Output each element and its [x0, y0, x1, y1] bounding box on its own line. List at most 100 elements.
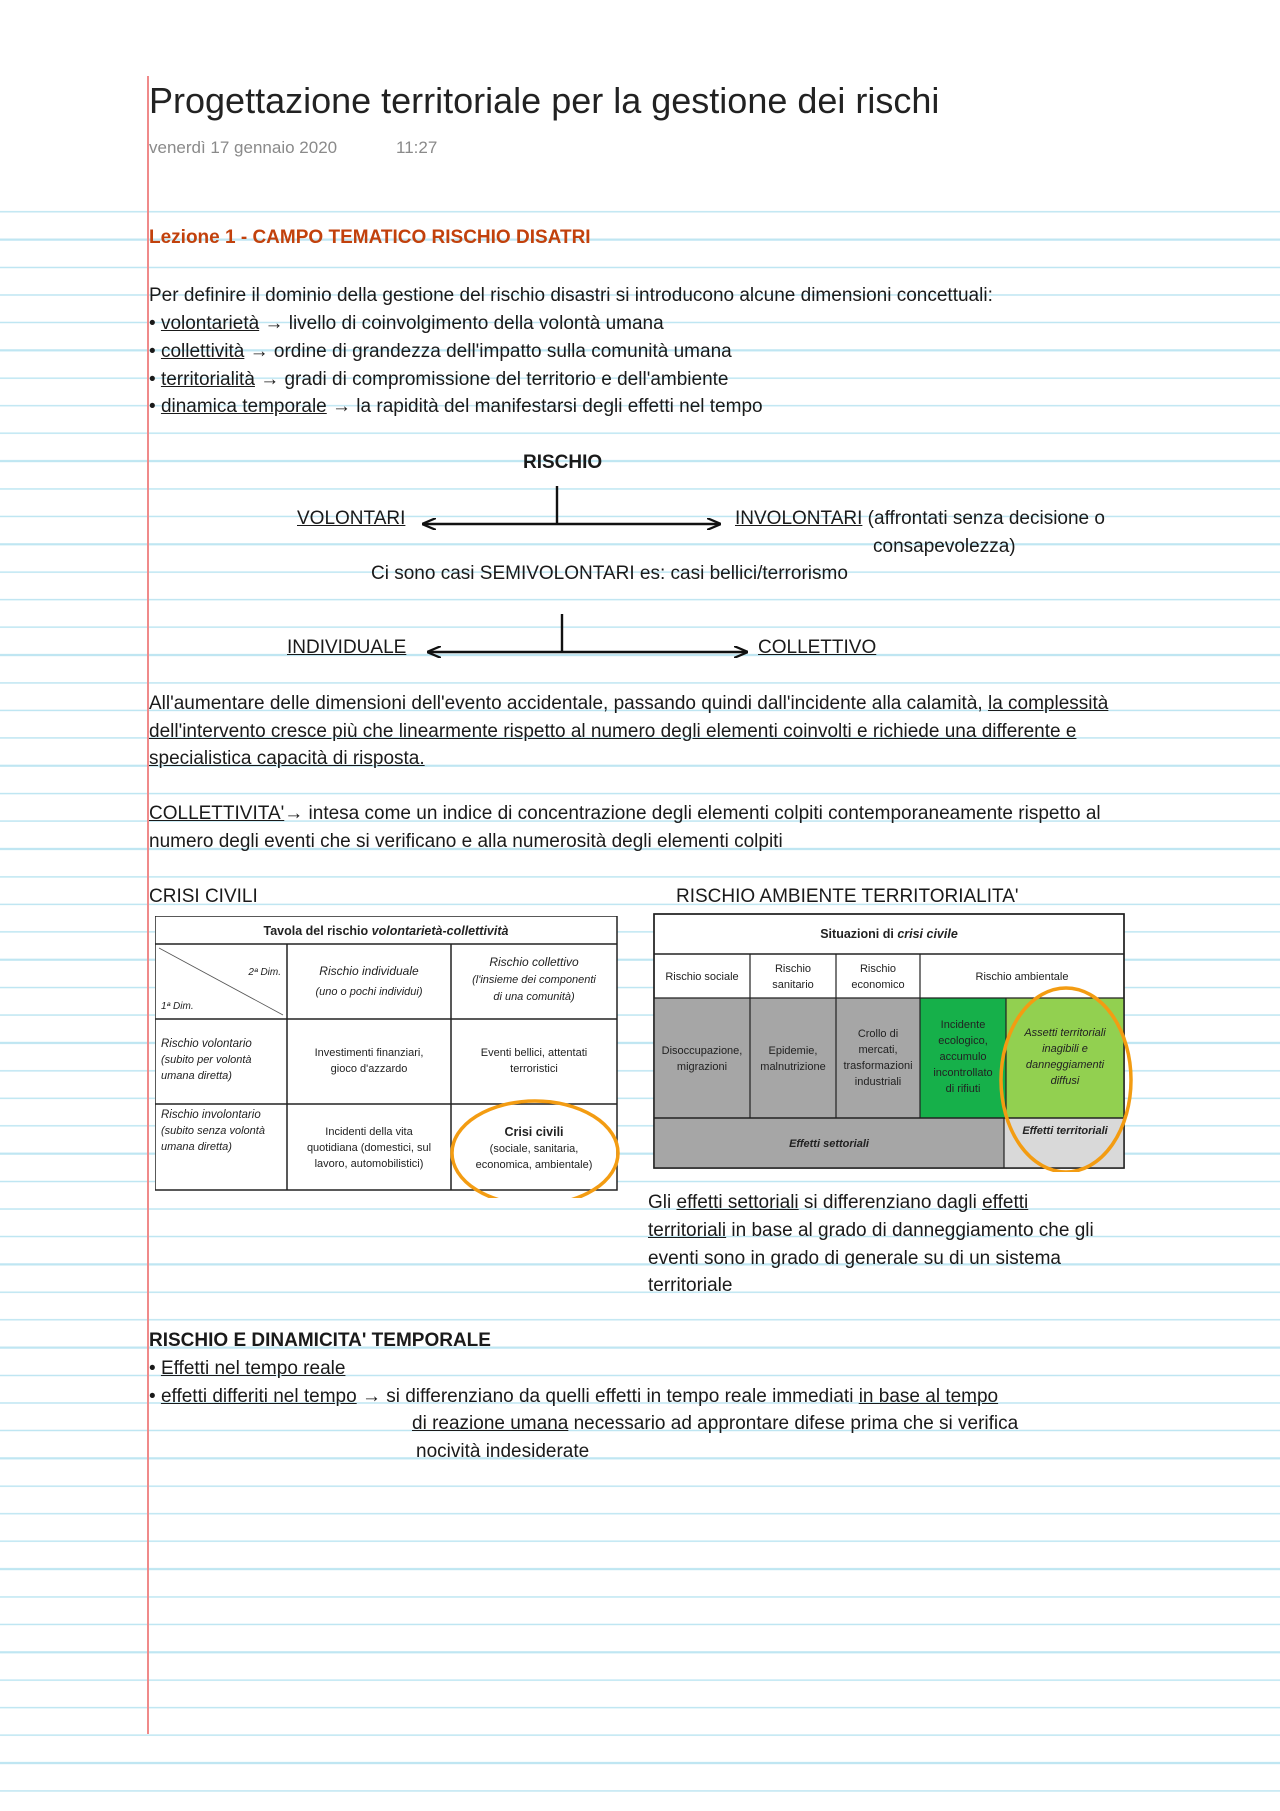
row-header-sub: umana diretta) — [161, 1141, 232, 1153]
col-header: economico — [851, 979, 904, 991]
bullet-term: collettività — [160, 341, 245, 362]
col-header: Rischio individuale — [319, 964, 419, 978]
dinamica-title: RISCHIO E DINAMICITA' TEMPORALE — [149, 1330, 491, 1351]
involontari-note: (affrontati senza decisione o — [867, 508, 1105, 529]
table-cell: Investimenti finanziari, — [315, 1047, 424, 1059]
table-cell: ecologico, — [938, 1035, 988, 1047]
table-cell: Eventi bellici, attentati — [481, 1047, 587, 1059]
volontari-label: VOLONTARI — [297, 508, 406, 529]
row-header: Rischio involontario — [161, 1109, 261, 1121]
row-header: Rischio volontario — [161, 1038, 252, 1050]
page-date: venerdì 17 gennaio 2020 — [149, 138, 338, 157]
table-cell: danneggiamenti — [1026, 1059, 1105, 1071]
corner-2: 2ª Dim. — [247, 967, 281, 978]
rischio-label: RISCHIO — [523, 452, 603, 473]
rischio-ambiente-label: RISCHIO AMBIENTE TERRITORIALITA' — [676, 886, 1019, 907]
table-cell: lavoro, automobilistici) — [315, 1158, 424, 1170]
col-header: Rischio sociale — [665, 971, 738, 983]
collettivita-line-2: numero degli eventi che si verificano e … — [149, 831, 783, 852]
collettivita-desc: → intesa come un indice di concentrazion… — [284, 803, 1101, 824]
settoriali-cells — [654, 998, 922, 1118]
col-header: Rischio — [775, 963, 811, 975]
table-cell: economica, ambientale) — [476, 1159, 593, 1171]
complexity-line-1: All'aumentare delle dimensioni dell'even… — [149, 690, 1108, 718]
caption-line-1: Gli effetti settoriali si differenziano … — [648, 1192, 1029, 1213]
highlight-ring — [450, 1099, 620, 1198]
involontari-note-cont: consapevolezza) — [873, 536, 1016, 557]
table-cell: inagibili e — [1042, 1043, 1088, 1055]
dinamica-bullet: Effetti nel tempo reale — [160, 1358, 346, 1379]
row-header-sub: umana diretta) — [161, 1070, 232, 1082]
tavola-title: Tavola del rischio volontarietà-colletti… — [264, 924, 509, 938]
col-header: Rischio — [860, 963, 896, 975]
assetti-cell — [1006, 998, 1124, 1118]
col-header: Rischio collettivo — [489, 955, 579, 969]
bullet-desc: → gradi di compromissione del territorio… — [254, 369, 729, 390]
table-cell: malnutrizione — [760, 1061, 825, 1073]
complexity-text: All'aumentare delle dimensioni dell'even… — [149, 693, 988, 714]
list-item: • effetti differiti nel tempo → si diffe… — [149, 1386, 999, 1407]
col-header: Rischio ambientale — [976, 971, 1069, 983]
collettivita-line-1: COLLETTIVITA'→ intesa come un indice di … — [149, 800, 1101, 828]
table-cell: di rifiuti — [946, 1083, 981, 1095]
row-header-sub: (subito per volontà — [161, 1054, 252, 1066]
highlight-ring — [999, 986, 1133, 1172]
dinamica-underlined: di reazione umana — [412, 1413, 569, 1434]
complexity-underlined: la complessità — [987, 693, 1109, 714]
bullet-term: territorialità — [160, 369, 255, 390]
semivolontari-note: Ci sono casi SEMIVOLONTARI es: casi bell… — [371, 563, 848, 584]
table-cell: incontrollato — [933, 1067, 992, 1079]
col-header-sub: di una comunità) — [493, 991, 575, 1003]
complexity-line-3: specialistica capacità di risposta. — [149, 748, 425, 769]
table-cell: terroristici — [510, 1063, 558, 1075]
table-cell: (sociale, sanitaria, — [490, 1143, 579, 1155]
effetti-territoriali-label: Effetti territoriali — [1022, 1125, 1108, 1137]
table-cell: Assetti territoriali — [1023, 1027, 1106, 1039]
table-cell: Disoccupazione, — [662, 1045, 743, 1057]
list-item: • collettività → ordine di grandezza del… — [149, 341, 732, 362]
list-item: • Effetti nel tempo reale — [149, 1358, 346, 1379]
list-item: • territorialità → gradi di compromissio… — [149, 369, 729, 390]
caption-line-3: eventi sono in grado di generale su di u… — [648, 1248, 1061, 1269]
bullet-desc: → la rapidità del manifestarsi degli eff… — [326, 396, 763, 417]
table-cell: migrazioni — [677, 1061, 727, 1073]
margin-line — [147, 76, 149, 1734]
involontari-term: INVOLONTARI — [735, 508, 863, 529]
row-header-sub: (subito senza volontà — [161, 1125, 265, 1137]
effetti-settoriali-label: Effetti settoriali — [789, 1138, 870, 1150]
bullet-term: dinamica temporale — [160, 396, 327, 417]
bullet-desc: → ordine di grandezza dell'impatto sulla… — [244, 341, 732, 362]
table-cell: Incidenti della vita — [325, 1126, 413, 1138]
lesson-intro: Per definire il dominio della gestione d… — [149, 285, 993, 306]
table-cell: accumulo — [939, 1051, 986, 1063]
table-cell: trasformazioni — [843, 1060, 912, 1072]
collettivita-term: COLLETTIVITA' — [149, 803, 285, 824]
lesson-title: Lezione 1 - CAMPO TEMATICO RISCHIO DISAT… — [149, 227, 591, 248]
rischio-axis-diagram — [0, 486, 1280, 700]
page-time: 11:27 — [396, 138, 438, 157]
dinamica-underlined: in base al tempo — [858, 1386, 999, 1407]
page-title: Progettazione territoriale per la gestio… — [149, 80, 940, 121]
crisi-civile-table: Situazioni di crisi civile Rischio socia… — [653, 913, 1133, 1172]
table-cell: quotidiana (domestici, sul — [307, 1142, 431, 1154]
individuale-label: INDIVIDUALE — [287, 637, 407, 658]
table-cell: Crollo di — [858, 1028, 898, 1040]
caption-line-4: territoriale — [648, 1275, 733, 1296]
col-header-sub: (l'insieme dei componenti — [472, 974, 596, 986]
crisi-civili-cell: Crisi civili — [504, 1125, 563, 1139]
caption-term: effetti — [982, 1192, 1029, 1213]
involontari-label: INVOLONTARI (affrontati senza decisione … — [735, 505, 1105, 533]
table-cell: Incidente — [941, 1019, 986, 1031]
caption-term: effetti settoriali — [676, 1192, 799, 1213]
ecologico-cell — [920, 998, 1006, 1118]
bullet-term: volontarietà — [160, 313, 260, 334]
effetti-settoriali-bar — [654, 1118, 1004, 1168]
corner-1: 1ª Dim. — [161, 1001, 194, 1012]
table-cell: gioco d'azzardo — [331, 1063, 408, 1075]
caption-line-2: territoriali in base al grado di dannegg… — [648, 1220, 1094, 1241]
dinamica-line-3: nocività indesiderate — [416, 1441, 590, 1462]
table-cell: Epidemie, — [769, 1045, 818, 1057]
collettivo-label: COLLETTIVO — [758, 637, 877, 658]
col-header-sub: (uno o pochi individui) — [315, 986, 422, 998]
list-item: • dinamica temporale → la rapidità del m… — [149, 396, 763, 417]
